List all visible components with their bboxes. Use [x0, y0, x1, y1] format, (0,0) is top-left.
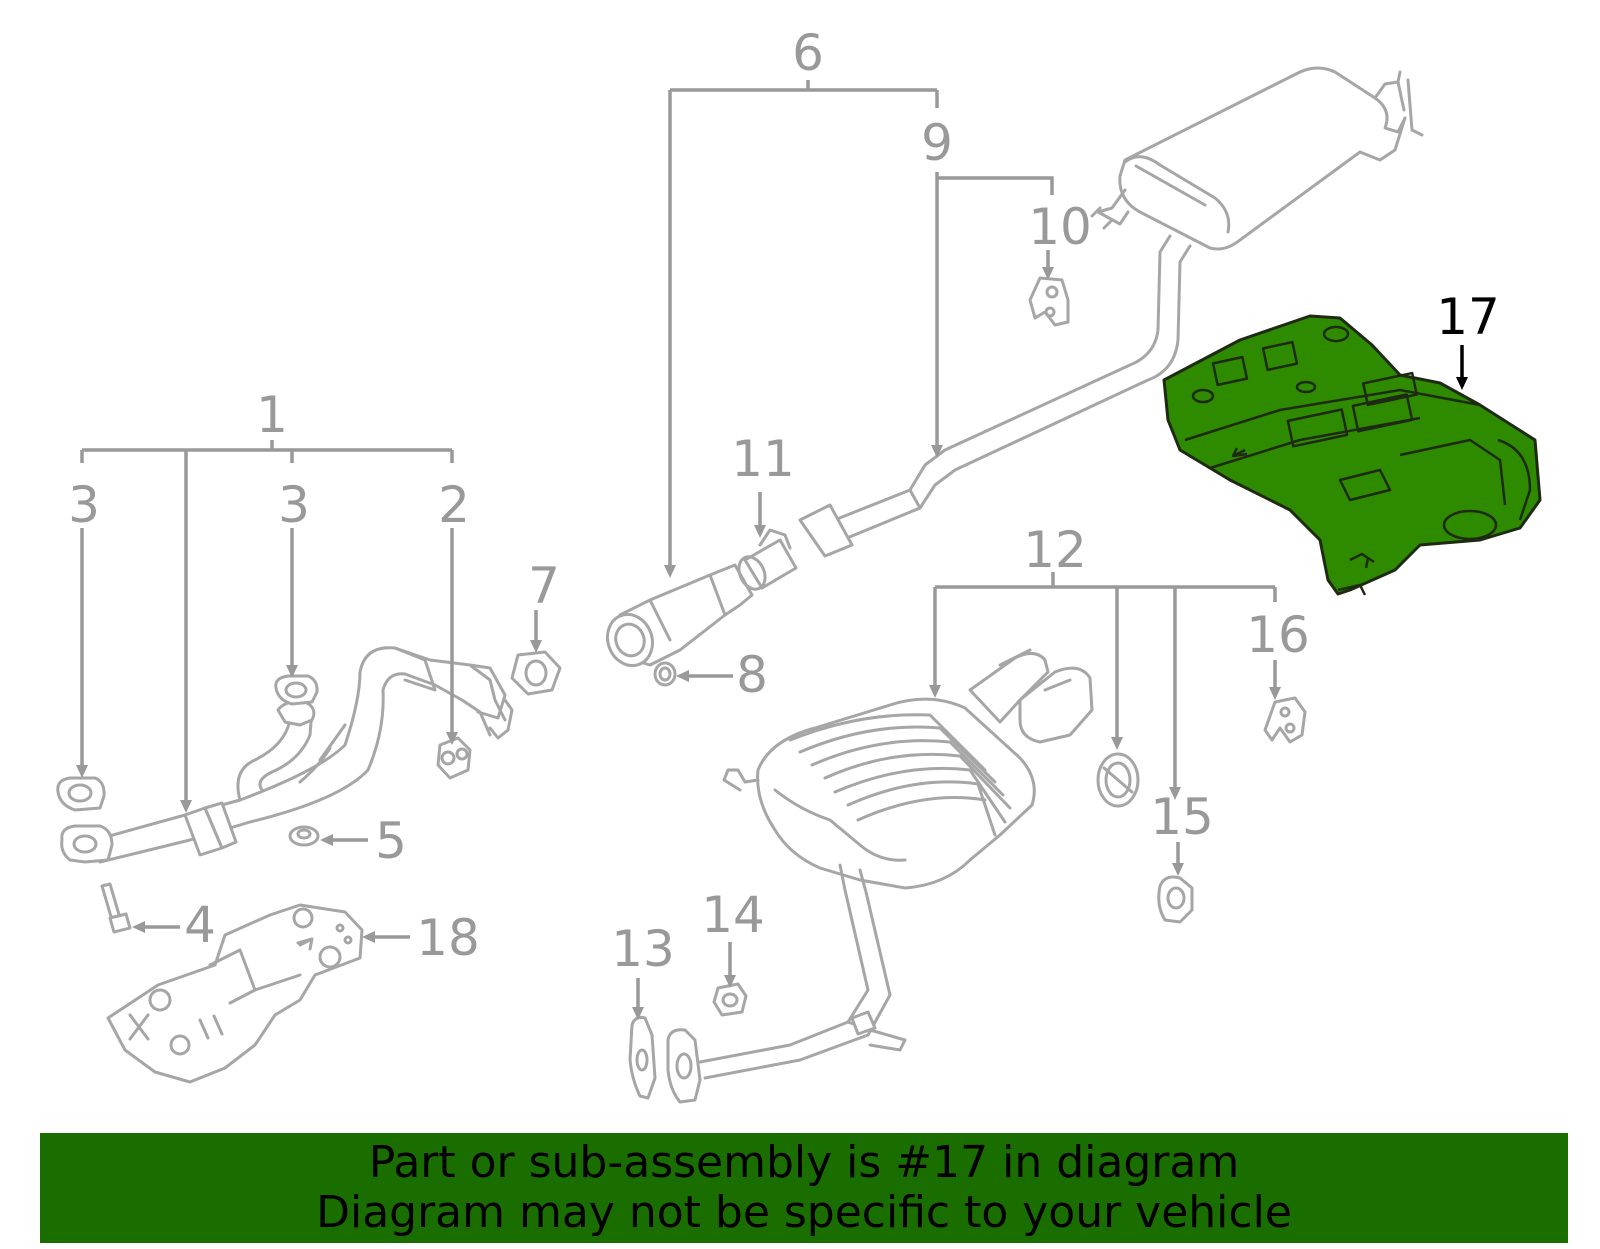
- callout-9: 9: [921, 114, 953, 172]
- callout-13: 13: [611, 920, 675, 978]
- callout-labels: 1 3 3 2 4 5 6 7 8 9 10 11 12 13 14 15 16…: [68, 24, 1500, 978]
- part-7-gasket[interactable]: [510, 650, 562, 696]
- callout-10: 10: [1028, 198, 1092, 256]
- part-15-mount[interactable]: [1157, 875, 1194, 924]
- part-12-isolator[interactable]: [1096, 752, 1140, 808]
- callout-5: 5: [375, 812, 407, 870]
- banner-line-1: Part or sub-assembly is #17 in diagram: [368, 1137, 1240, 1188]
- callout-3-left: 3: [68, 476, 100, 534]
- callout-11: 11: [731, 430, 795, 488]
- callout-17: 17: [1436, 288, 1500, 346]
- part-11-clamp[interactable]: [734, 528, 798, 593]
- callout-16: 16: [1246, 606, 1310, 664]
- callout-3-right: 3: [278, 476, 310, 534]
- part-10-hanger[interactable]: [1028, 276, 1070, 327]
- part-14-nut[interactable]: [712, 982, 748, 1017]
- part-3-gasket-upper[interactable]: [274, 674, 319, 706]
- leader-arrowheads: [76, 267, 1468, 1020]
- part-17-heat-shield[interactable]: [1162, 314, 1542, 596]
- callout-12: 12: [1023, 521, 1087, 579]
- part-8-nut[interactable]: [653, 661, 677, 687]
- part-18-front-heat-shield[interactable]: [106, 903, 364, 1084]
- part-13-gasket[interactable]: [628, 1015, 657, 1100]
- callout-6: 6: [792, 24, 824, 82]
- callout-4: 4: [184, 896, 216, 954]
- callout-14: 14: [701, 886, 765, 944]
- part-3-gasket-lower[interactable]: [56, 776, 106, 812]
- part-4-bolt[interactable]: [100, 882, 132, 934]
- part-2-hanger[interactable]: [436, 736, 472, 780]
- leader-lines: [80, 80, 1464, 1010]
- callout-15: 15: [1150, 788, 1214, 846]
- callout-1: 1: [256, 386, 288, 444]
- callout-18: 18: [416, 909, 480, 967]
- part-1-front-pipe[interactable]: [60, 646, 514, 864]
- info-banner: Part or sub-assembly is #17 in diagram D…: [40, 1133, 1568, 1243]
- part-16-hanger[interactable]: [1263, 696, 1307, 744]
- callout-2: 2: [438, 476, 470, 534]
- part-5-grommet[interactable]: [288, 825, 320, 847]
- part-12-rear-muffler[interactable]: [666, 648, 1094, 1104]
- callout-7: 7: [528, 557, 560, 615]
- callout-8: 8: [736, 646, 768, 704]
- banner-line-2: Diagram may not be specific to your vehi…: [316, 1187, 1292, 1238]
